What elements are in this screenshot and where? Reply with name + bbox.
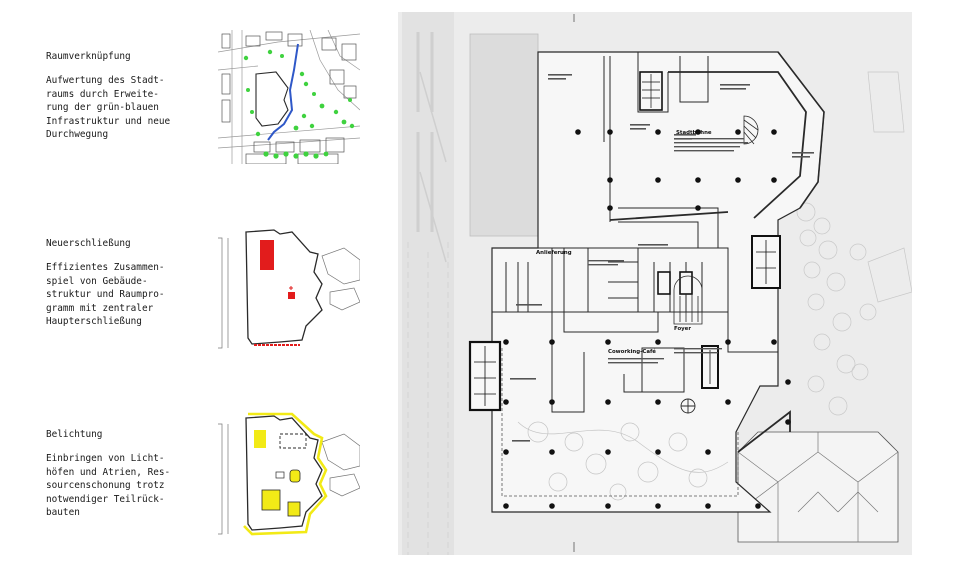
section-text-line: Effizientes Zusammen- <box>46 262 165 274</box>
interior-walls <box>492 52 778 413</box>
street-markings <box>402 12 454 555</box>
yellow-facade-line <box>243 412 328 536</box>
round-stair <box>743 115 759 145</box>
context-buildings <box>218 237 360 349</box>
section-text-line: Haupterschließung <box>46 316 142 328</box>
section-raumverknuepfung: Raumverknüpfung Aufwertung des Stadt- ra… <box>46 50 206 141</box>
central-stair-red <box>288 292 295 299</box>
lightwell-yellow <box>289 469 301 483</box>
section-text-line: Einbringen von Licht- <box>46 453 165 465</box>
label-foyer: Foyer <box>674 326 691 332</box>
blue-infrastructure-path <box>267 43 299 141</box>
main-building-outline <box>245 415 323 531</box>
main-building-outline <box>245 229 323 345</box>
entrance-marker <box>289 286 293 290</box>
section-text-line: Aufwertung des Stadt- <box>46 75 165 87</box>
section-text-line: Durchwegung <box>46 129 109 141</box>
section-text-line: raums durch Erweite- <box>46 88 159 100</box>
section-text-line: rung der grün-blauen <box>46 102 159 114</box>
site-plan-thumbnail-access <box>218 229 360 349</box>
bottom-right-wall <box>737 410 791 453</box>
section-text-line: struktur und Raumpro- <box>46 289 165 301</box>
room-micro-labels <box>510 74 814 442</box>
section-text-line: notwendiger Teilrück- <box>46 493 165 505</box>
section-text-line: gramm mit zentraler <box>46 302 154 314</box>
lightwell-yellow <box>287 501 301 517</box>
neighbour-houses-bottom-right <box>737 431 899 543</box>
label-stadtbuehne: Stadtbühne <box>676 130 712 136</box>
courtyard-dashed-boundary <box>501 348 739 497</box>
lightwell-yellow <box>261 489 281 511</box>
foyer-stair <box>673 275 703 325</box>
context-streets <box>218 30 360 164</box>
section-heading: Neuerschließung <box>46 238 131 249</box>
section-text-line: höfen und Atrien, Res- <box>46 466 171 478</box>
structural-columns <box>503 129 791 509</box>
section-text-line: sourcenschonung trotz <box>46 480 165 492</box>
entrance-revolving-door <box>680 398 696 414</box>
label-anlieferung: Anlieferung <box>536 250 572 256</box>
label-coworking-cafe: Coworking-Café <box>608 348 656 355</box>
small-room <box>275 471 285 479</box>
section-text-line: Infrastruktur und neue <box>46 115 171 127</box>
green-trees <box>243 49 355 159</box>
context-buildings <box>218 423 360 535</box>
section-heading: Raumverknüpfung <box>46 51 131 62</box>
neighbour-building-left <box>469 33 539 237</box>
section-heading: Belichtung <box>46 429 103 440</box>
section-neuerschliessung: Neuerschließung Effizientes Zusammen- sp… <box>46 237 206 328</box>
landscape-right <box>796 71 912 416</box>
stair-cores <box>468 71 781 412</box>
courtyard-landscape <box>517 421 729 501</box>
site-plan-thumbnail-lighting <box>218 412 360 536</box>
stadtbuehne-curve <box>609 71 807 221</box>
lightwell-yellow <box>254 430 266 448</box>
section-text-line: bauten <box>46 507 80 519</box>
dashed-atrium <box>279 433 307 449</box>
section-text-line: spiel von Gebäude- <box>46 275 148 287</box>
site-plan-thumbnail-green-blue <box>218 30 360 164</box>
facade-angled-edge <box>777 51 825 209</box>
ground-floor-plan: Stadtbühne Anlieferung Foyer Coworking-C… <box>398 12 912 555</box>
vertical-core-red <box>260 240 274 270</box>
main-building-outline <box>255 71 289 127</box>
context-buildings <box>221 31 357 164</box>
section-belichtung: Belichtung Einbringen von Licht- höfen u… <box>46 428 206 519</box>
